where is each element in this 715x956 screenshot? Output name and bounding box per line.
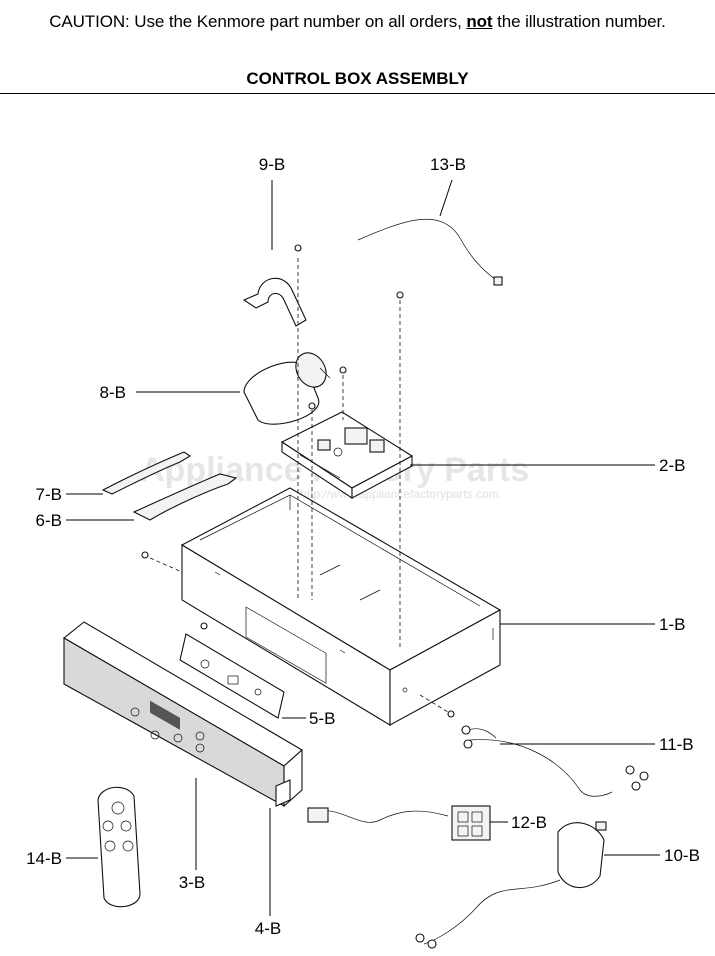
title-divider: [0, 93, 715, 94]
callout-9b: 9-B: [259, 155, 285, 174]
part-14b-remote-control[interactable]: [97, 786, 141, 908]
part-13b-wire[interactable]: [357, 218, 503, 286]
callout-1b: 1-B: [659, 615, 685, 634]
part-8b-capacitor[interactable]: [243, 347, 332, 425]
callout-2b: 2-B: [659, 456, 685, 475]
part-11b-wire-harness[interactable]: [461, 725, 649, 797]
part-6b-ribbon-cable[interactable]: [132, 473, 238, 521]
callout-12b: 12-B: [511, 813, 547, 832]
callout-7b: 7-B: [36, 485, 62, 504]
caution-emphasis: not: [466, 12, 493, 31]
callout-13b: 13-B: [430, 155, 466, 174]
caution-suffix: the illustration number.: [492, 12, 666, 31]
callout-8b: 8-B: [100, 383, 126, 402]
callout-4b: 4-B: [255, 919, 281, 938]
part-3b-console-panel[interactable]: [63, 621, 303, 808]
leader-lines: [66, 179, 660, 916]
callout-14b: 14-B: [26, 849, 62, 868]
part-4b-bracket[interactable]: [275, 779, 291, 807]
part-9b-bracket[interactable]: [242, 258, 307, 600]
callout-11b: 11-B: [659, 735, 694, 754]
part-2b-control-board[interactable]: [280, 411, 414, 500]
callout-3b: 3-B: [179, 873, 205, 892]
callout-6b: 6-B: [36, 511, 62, 530]
diagram-title: CONTROL BOX ASSEMBLY: [246, 69, 469, 88]
part-5b-pc-board[interactable]: [179, 633, 285, 719]
watermark-url: http://www.appliancefactoryparts.com: [300, 487, 499, 501]
part-1b-control-box[interactable]: [180, 487, 502, 726]
callout-10b: 10-B: [664, 846, 700, 865]
caution-note: CAUTION: Use the Kenmore part number on …: [0, 12, 715, 32]
part-7b-ribbon-cable[interactable]: [101, 451, 192, 495]
screw-icon: [141, 244, 455, 718]
caution-prefix: CAUTION: Use the Kenmore part number on …: [49, 12, 467, 31]
callout-5b: 5-B: [309, 709, 335, 728]
part-10b-power-supply[interactable]: [415, 821, 607, 949]
part-12b-connector-harness[interactable]: [307, 805, 491, 841]
